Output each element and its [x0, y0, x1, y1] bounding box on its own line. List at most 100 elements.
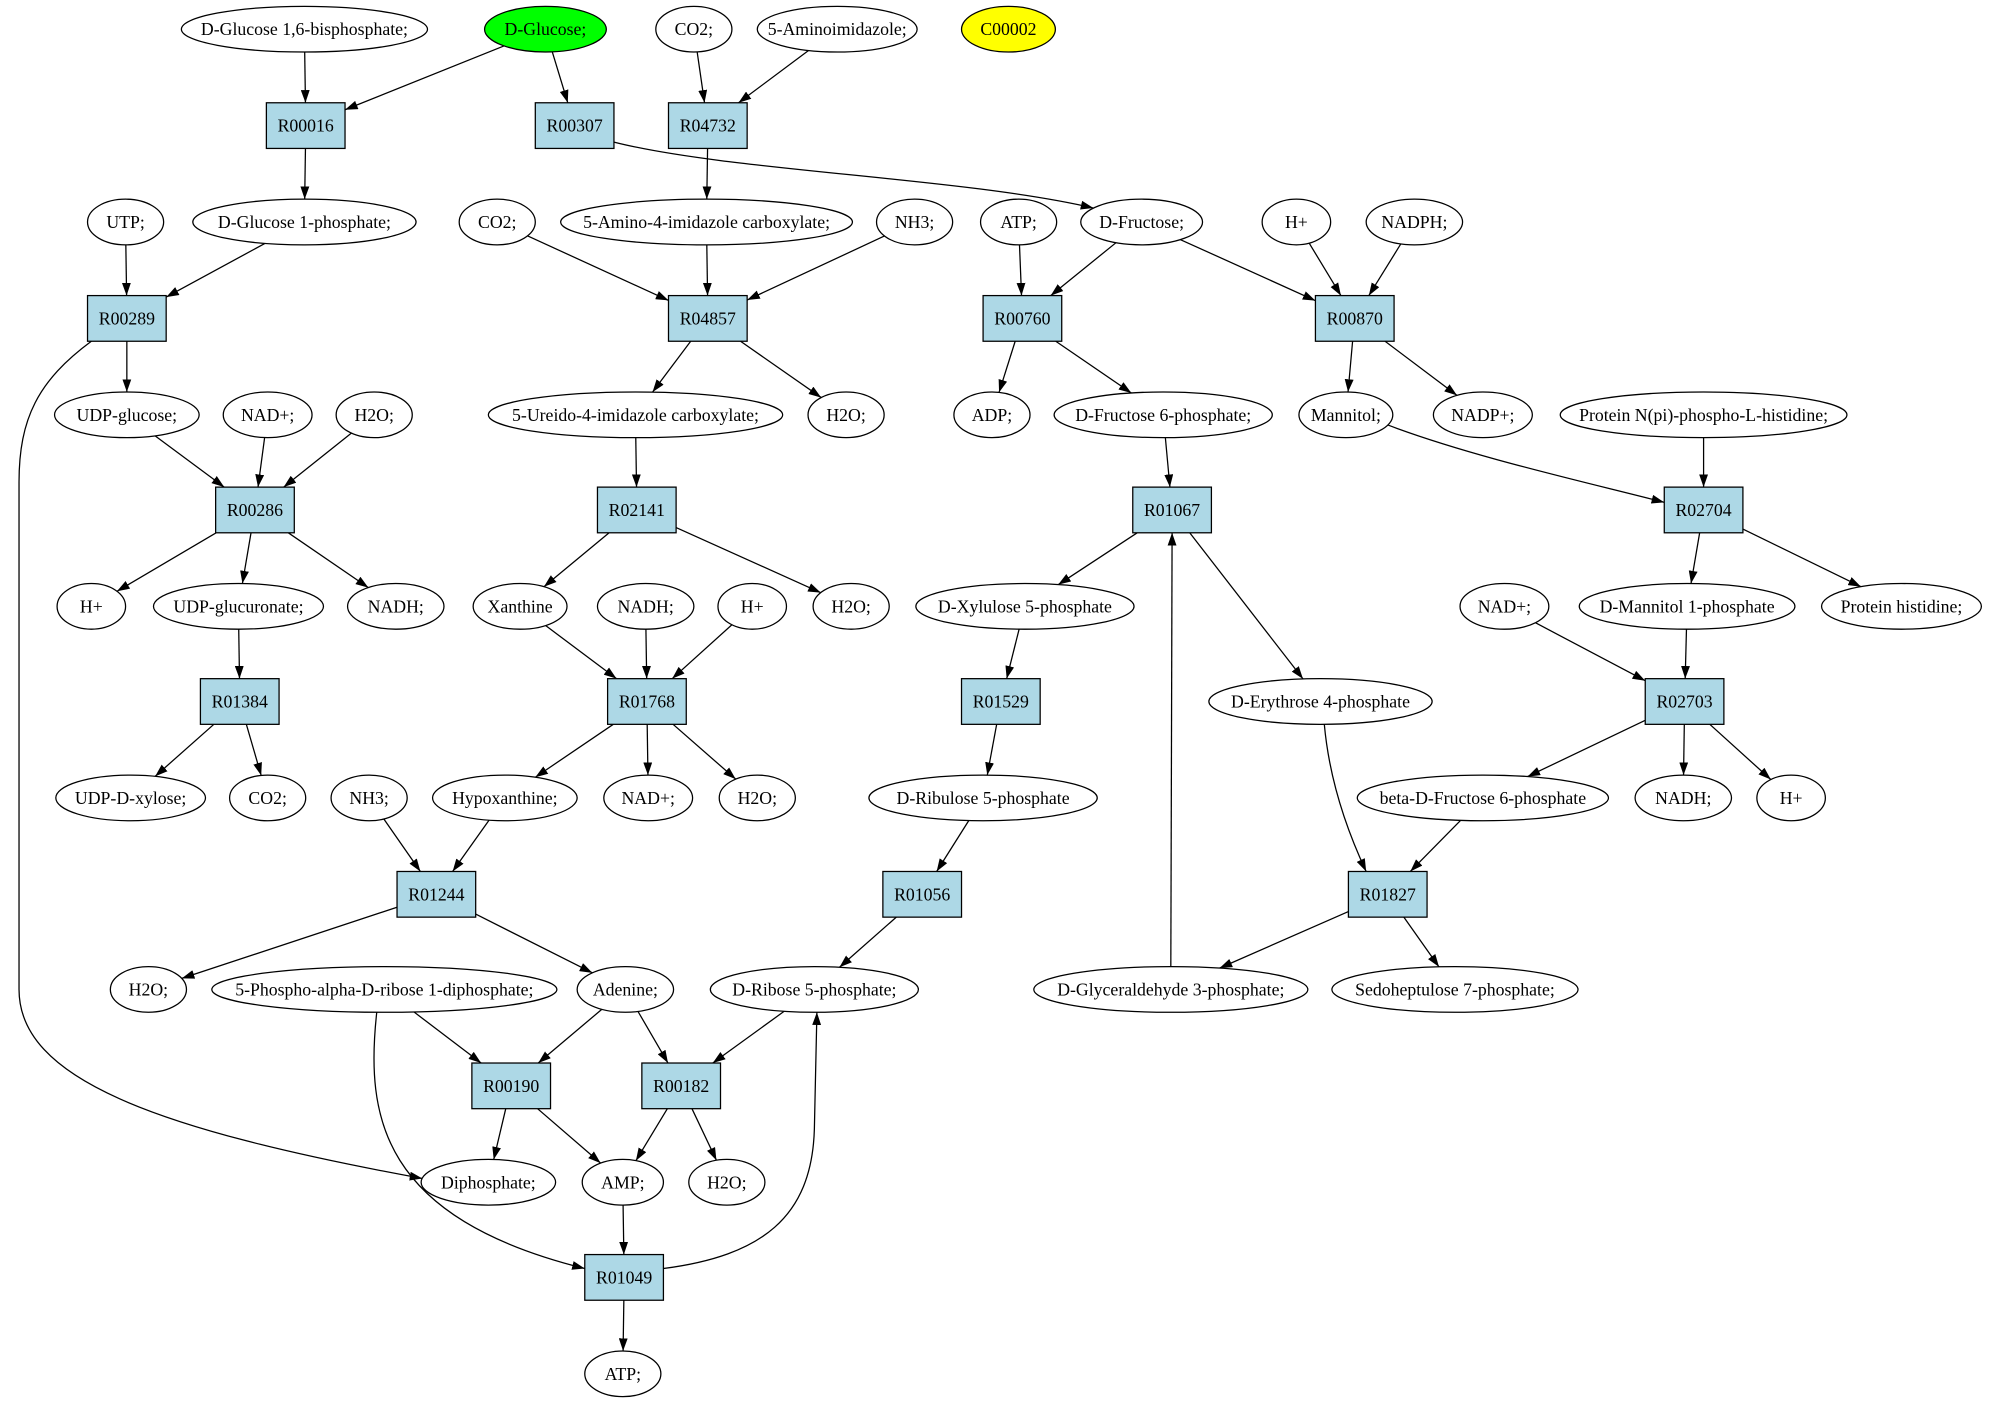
compound-ellipse [868, 774, 1098, 822]
compound-d-glyceraldehyde-3-phosphate: D-Glyceraldehyde 3-phosphate; [1033, 965, 1309, 1013]
reaction-box [882, 870, 963, 918]
reaction-label: R01384 [212, 692, 268, 712]
compound-ellipse [576, 965, 675, 1013]
compound-label: NAD+; [1478, 596, 1531, 616]
compound-ellipse [330, 774, 408, 822]
compound-label: H+ [741, 596, 764, 616]
reaction-label: R00190 [483, 1076, 539, 1096]
edge-r01827-to-sedoheptulose-7-phosphate [1403, 916, 1440, 968]
compound-ellipse [915, 582, 1135, 630]
edge-co2-to-r04857 [527, 235, 669, 301]
reaction-label: R04857 [680, 308, 736, 328]
edge-utp-to-r00289 [121, 244, 131, 296]
reaction-box [606, 678, 687, 725]
reaction-label: R00016 [278, 116, 334, 136]
edge-r00286-to-nadh [287, 532, 369, 589]
reaction-box [667, 294, 748, 342]
compound-ellipse [487, 391, 784, 439]
reaction-r00870: R00870 [1314, 294, 1395, 342]
compound-h2o: H2O; [812, 582, 890, 630]
compound-label: NADPH; [1381, 212, 1447, 232]
compound-h-plus: H+ [1756, 774, 1826, 822]
compound-label: beta-D-Fructose 6-phosphate [1380, 788, 1587, 808]
edge-nadh-to-r01768 [642, 629, 651, 679]
compound-label: AMP; [601, 1172, 644, 1192]
compound-label: NADH; [618, 596, 674, 616]
compound-ellipse [655, 5, 733, 53]
compound-nadph: NADPH; [1365, 198, 1464, 246]
edge-r00286-to-h-plus [116, 532, 217, 592]
compound-h2o: H2O; [109, 965, 188, 1013]
compound-ellipse [152, 582, 325, 630]
compound-ellipse [1634, 774, 1733, 822]
edge-udp-glucuronate-to-r01384 [234, 629, 244, 679]
compound-label: ADP; [972, 405, 1012, 425]
compound-co2: CO2; [228, 774, 307, 822]
compound-label: H2O; [738, 788, 777, 808]
reaction-r00307: R00307 [534, 102, 615, 150]
reaction-r01768: R01768 [606, 678, 687, 725]
compound-label: D-Fructose; [1099, 212, 1184, 232]
edge-r00286-to-udp-glucuronate [240, 532, 252, 584]
reaction-r02703: R02703 [1644, 678, 1725, 725]
compound-label: Protein N(pi)-phospho-L-histidine; [1579, 405, 1828, 425]
reaction-box [584, 1253, 665, 1301]
reaction-box [86, 294, 167, 342]
edge-r00016-to-d-glucose-1-phosphate [300, 148, 310, 200]
reaction-r02704: R02704 [1663, 486, 1744, 534]
edge-r00190-to-amp [537, 1108, 602, 1164]
edge-r02704-to-d-mannitol-1-phosphate [1688, 532, 1701, 584]
node-layer: D-Glucose 1,6-bisphosphate;D-Glucose;CO2… [53, 5, 1983, 1398]
compound-d-fructose-6-phosphate: D-Fructose 6-phosphate; [1053, 391, 1273, 439]
edge-nh3-to-r01244 [383, 818, 421, 872]
compound-ellipse [1331, 965, 1579, 1013]
compound-label: NADH; [368, 596, 424, 616]
compound-ellipse [1756, 774, 1826, 822]
reaction-label: R00760 [994, 308, 1050, 328]
compound-h-plus: H+ [1261, 198, 1332, 246]
compound-label: Adenine; [593, 979, 658, 999]
compound-label: Xanthine [488, 596, 553, 616]
compound-label: D-Glucose 1,6-bisphosphate; [201, 19, 408, 39]
edge-r04732-to-5-amino-4-imidazole-carboxylate [702, 148, 712, 200]
compound-ellipse [1298, 391, 1394, 439]
compound-udp-d-xylose: UDP-D-xylose; [55, 774, 207, 822]
compound-label: H+ [1285, 212, 1308, 232]
compound-ellipse [875, 198, 954, 246]
reaction-box [1644, 678, 1725, 725]
compound-ellipse [228, 774, 307, 822]
compound-ellipse [688, 1158, 766, 1206]
edge-r02703-to-beta-d-fructose-6-phosphate [1527, 719, 1646, 778]
compound-ellipse [812, 582, 890, 630]
edge-5-amino-4-imidazole-carboxylate-to-r04857 [702, 244, 712, 296]
compound-ellipse [603, 774, 694, 822]
edge-r01244-to-h2o [181, 906, 398, 980]
edge-r00760-to-d-fructose-6-phosphate [1055, 340, 1132, 394]
reaction-r00760: R00760 [982, 294, 1063, 342]
reaction-label: R00307 [547, 116, 603, 136]
compound-d-erythrose-4-phosphate: D-Erythrose 4-phosphate [1208, 678, 1433, 725]
reaction-r00182: R00182 [641, 1062, 722, 1110]
compound-label: NADH; [1655, 788, 1711, 808]
compound-ellipse [55, 774, 207, 822]
reaction-box [215, 486, 295, 534]
compound-ellipse [1578, 582, 1796, 630]
edge-d-fructose-to-r00870 [1180, 239, 1316, 302]
edge-r04857-to-5-ureido-4-imidazole-carboxylate [652, 340, 692, 393]
edge-r02141-to-h2o [675, 527, 821, 594]
compound-d-xylulose-5-phosphate: D-Xylulose 5-phosphate [915, 582, 1135, 630]
edge-d-xylulose-5-phosphate-to-r01529 [1005, 629, 1020, 679]
compound-nad-plus: NAD+; [603, 774, 694, 822]
compound-ellipse [180, 5, 429, 53]
edge-co2-to-r04732 [696, 51, 708, 103]
edge-r01768-to-nad-plus [643, 724, 653, 776]
compound-label: Hypoxanthine; [452, 788, 558, 808]
compound-ellipse [1080, 198, 1204, 246]
reaction-r01529: R01529 [960, 678, 1041, 725]
reaction-box [641, 1062, 722, 1110]
compound-amp: AMP; [581, 1158, 665, 1206]
reaction-box [982, 294, 1063, 342]
compound-ellipse [420, 1158, 557, 1206]
edge-atp-to-r00760 [1016, 244, 1026, 296]
